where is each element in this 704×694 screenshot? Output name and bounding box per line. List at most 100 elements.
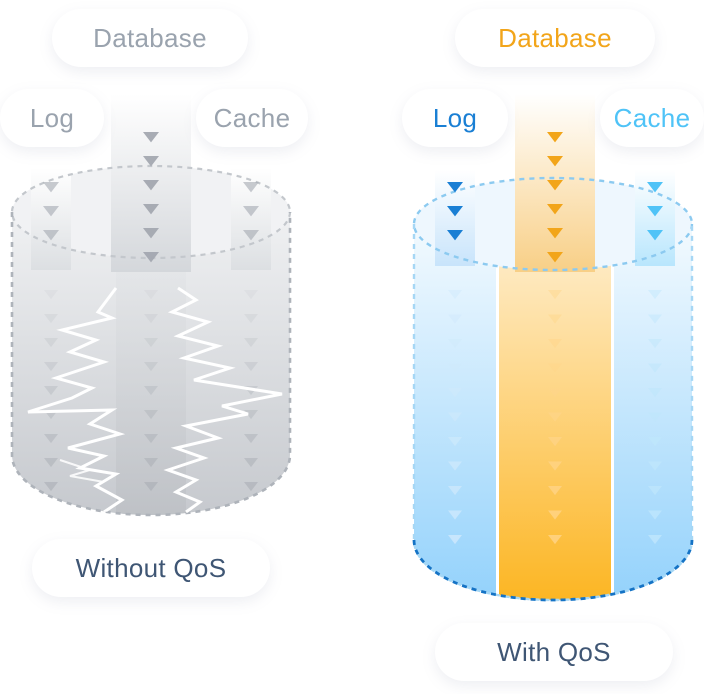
down-arrow-icon [648,510,662,520]
down-arrow-icon [448,510,462,520]
down-arrow-icon [647,230,663,241]
down-arrow-icon [548,437,562,447]
down-arrow-icon [548,461,562,471]
down-arrow-icon [44,314,58,324]
down-arrow-icon [548,388,562,398]
down-arrow-icon [144,362,158,372]
down-arrow-icon [144,434,158,444]
down-arrow-icon [44,290,58,300]
down-arrow-icon [244,410,258,420]
down-arrow-icon [143,252,159,263]
down-arrow-icon [548,290,562,300]
down-arrow-icon [548,339,562,349]
down-arrow-icon [547,252,563,263]
right-cache-label: Cache [600,89,704,147]
down-arrow-icon [244,362,258,372]
down-arrow-icon [43,182,59,193]
down-arrow-icon [144,482,158,492]
down-arrow-icon [447,182,463,193]
right-bottom-outline [412,539,694,602]
down-arrow-icon [448,461,462,471]
down-arrow-icon [143,156,159,167]
down-arrow-icon [548,486,562,496]
down-arrow-icon [243,182,259,193]
left-cylinder-group [10,94,292,517]
down-arrow-icon [647,182,663,193]
down-arrow-icon [548,314,562,324]
right-log-label: Log [402,89,508,147]
down-arrow-icon [548,363,562,373]
down-arrow-icon [448,363,462,373]
down-arrow-icon [44,386,58,396]
down-arrow-icon [144,314,158,324]
left-arrow-layer [43,132,259,492]
down-arrow-icon [648,339,662,349]
down-arrow-icon [243,230,259,241]
down-arrow-icon [448,388,462,398]
down-arrow-icon [44,434,58,444]
down-arrow-icon [547,180,563,191]
down-arrow-icon [448,339,462,349]
down-arrow-icon [648,486,662,496]
down-arrow-icon [548,510,562,520]
down-arrow-icon [244,338,258,348]
down-arrow-icon [144,410,158,420]
down-arrow-icon [44,338,58,348]
lightning-interference-icon [59,459,105,483]
down-arrow-icon [143,180,159,191]
down-arrow-icon [44,458,58,468]
down-arrow-icon [43,230,59,241]
down-arrow-icon [143,228,159,239]
down-arrow-icon [547,132,563,143]
left-cache-label: Cache [196,89,308,147]
right-cylinder-group [412,94,694,602]
down-arrow-icon [244,482,258,492]
left-caption-without-qos: Without QoS [32,539,270,597]
lightning-interference-icon [27,287,126,514]
down-arrow-icon [244,434,258,444]
down-arrow-icon [448,486,462,496]
down-arrow-icon [448,290,462,300]
down-arrow-icon [244,290,258,300]
down-arrow-icon [447,206,463,217]
down-arrow-icon [648,535,662,545]
down-arrow-icon [647,206,663,217]
left-body-outline [10,212,292,517]
down-arrow-icon [144,290,158,300]
down-arrow-icon [447,230,463,241]
down-arrow-icon [44,482,58,492]
down-arrow-icon [448,412,462,422]
right-body-outline [412,224,694,602]
down-arrow-icon [448,314,462,324]
lightning-interference-icon [163,286,283,514]
left-database-label: Database [52,9,248,67]
down-arrow-icon [648,412,662,422]
down-arrow-icon [244,458,258,468]
down-arrow-icon [648,290,662,300]
down-arrow-icon [547,204,563,215]
right-database-label: Database [455,9,655,67]
right-arrow-layer [447,132,663,545]
down-arrow-icon [548,535,562,545]
right-caption-with-qos: With QoS [435,623,673,681]
down-arrow-icon [648,388,662,398]
down-arrow-icon [547,156,563,167]
down-arrow-icon [548,412,562,422]
down-arrow-icon [144,338,158,348]
down-arrow-icon [244,314,258,324]
down-arrow-icon [144,386,158,396]
down-arrow-icon [144,458,158,468]
left-interference-lines [27,286,283,514]
left-log-label: Log [0,89,104,147]
down-arrow-icon [243,206,259,217]
down-arrow-icon [143,132,159,143]
right-rim-outline [412,176,694,272]
down-arrow-icon [648,461,662,471]
down-arrow-icon [648,437,662,447]
down-arrow-icon [143,204,159,215]
down-arrow-icon [43,206,59,217]
down-arrow-icon [547,228,563,239]
down-arrow-icon [648,314,662,324]
